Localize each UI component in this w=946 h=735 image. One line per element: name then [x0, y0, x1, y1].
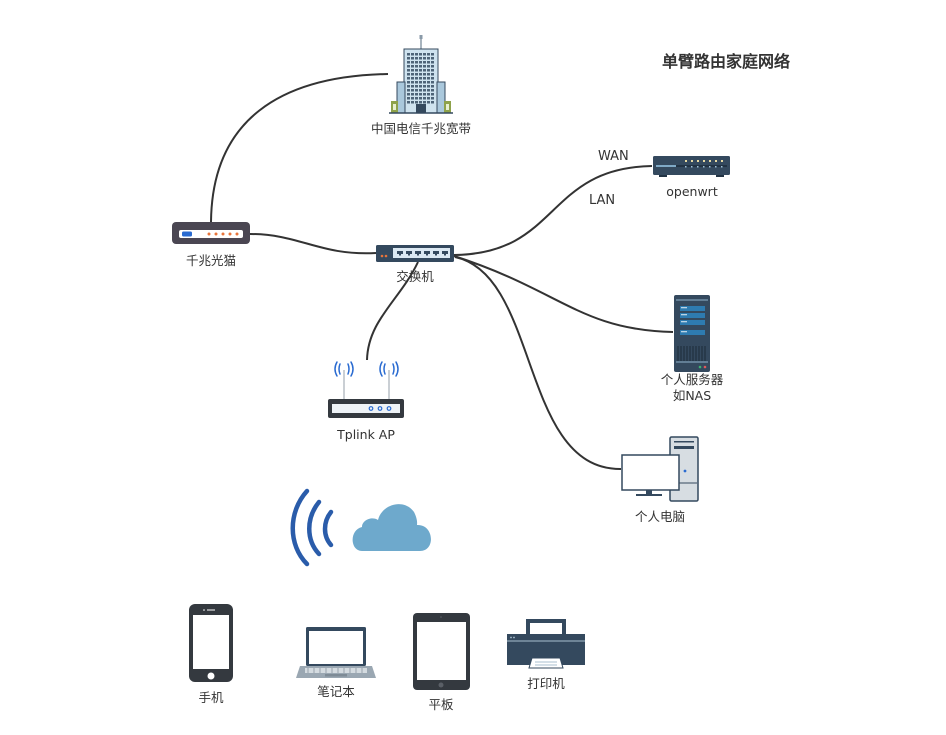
node-label-ap: Tplink AP	[337, 427, 395, 442]
diagram-title: 单臂路由家庭网络	[662, 52, 791, 71]
node-label-phone: 手机	[198, 690, 224, 705]
server-tower-icon[interactable]	[674, 295, 710, 372]
node-label-laptop: 笔记本	[317, 684, 355, 699]
wireless-access-point-icon[interactable]	[328, 361, 404, 418]
node-label-openwrt: openwrt	[666, 184, 718, 199]
cloud-icon	[352, 504, 431, 551]
smartphone-icon[interactable]	[189, 604, 233, 682]
node-label-tablet: 平板	[428, 697, 454, 712]
edge-switch-openwrt[interactable]	[453, 165, 653, 256]
node-label-server-line1: 个人服务器	[660, 372, 724, 387]
edge-modem-switch[interactable]	[249, 233, 377, 255]
network-switch-icon[interactable]	[376, 245, 454, 262]
edge-switch-ap[interactable]	[366, 261, 419, 361]
node-label-printer: 打印机	[527, 676, 565, 691]
node-label-isp: 中国电信千兆宽带	[370, 121, 472, 136]
office-building-icon[interactable]	[389, 35, 453, 114]
node-label-server-line2: 如NAS	[672, 388, 712, 403]
edge-label-wan: WAN	[598, 149, 629, 164]
desktop-computer-icon[interactable]	[621, 436, 699, 502]
edge-switch-pc[interactable]	[454, 256, 622, 471]
tablet-icon[interactable]	[413, 613, 470, 690]
node-label-modem: 千兆光猫	[185, 253, 237, 268]
router-icon[interactable]	[653, 156, 730, 177]
optical-modem-icon[interactable]	[172, 222, 250, 244]
wifi-signal-icon	[290, 488, 334, 567]
node-label-switch: 交换机	[396, 269, 434, 284]
node-label-pc: 个人电脑	[634, 509, 686, 524]
edge-isp-modem[interactable]	[210, 73, 389, 223]
edge-label-lan: LAN	[589, 193, 616, 208]
edge-switch-server[interactable]	[453, 255, 674, 333]
laptop-icon[interactable]	[296, 627, 376, 678]
printer-icon[interactable]	[507, 619, 585, 669]
